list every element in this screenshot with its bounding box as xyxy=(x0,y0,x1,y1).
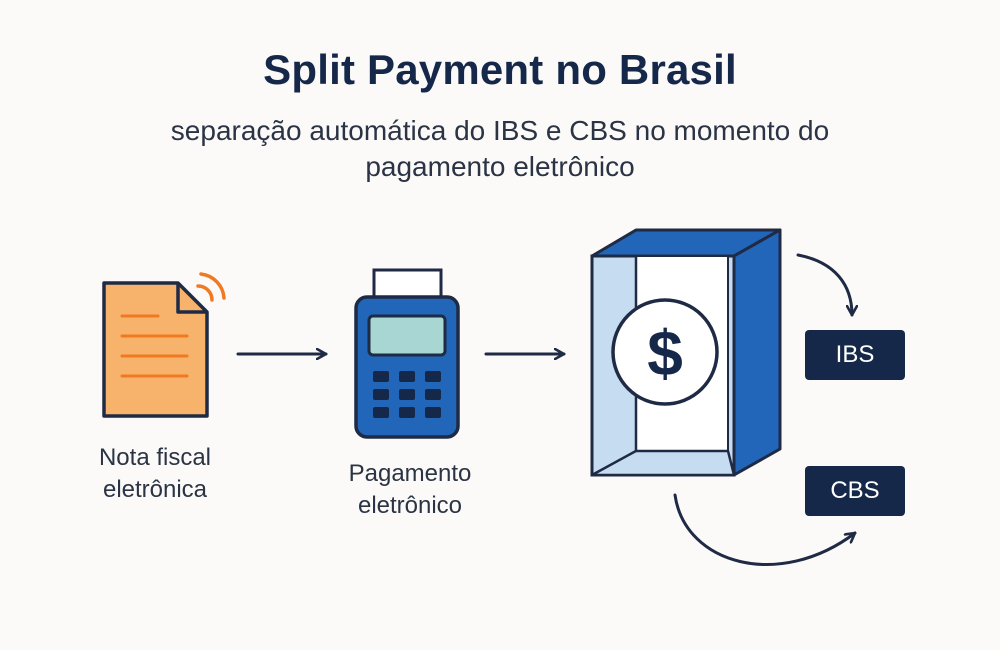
coin-icon xyxy=(611,298,719,406)
cbs-badge: CBS xyxy=(805,466,905,516)
arrow-to-ibs xyxy=(796,253,852,317)
diagram-title: Split Payment no Brasil xyxy=(263,46,737,93)
dollar-symbol: $ xyxy=(647,317,683,389)
document-icon xyxy=(102,281,209,418)
arrow-to-cbs xyxy=(673,493,857,566)
signal-waves-icon xyxy=(196,272,226,302)
nota-fiscal-label: Nota fiscal eletrônica xyxy=(98,444,212,503)
ibs-badge: IBS xyxy=(805,330,905,380)
pagamento-label: Pagamento eletrônico xyxy=(348,460,472,519)
diagram-subtitle: separação automática do IBS e CBS no mom… xyxy=(170,115,830,182)
payment-terminal-icon xyxy=(354,268,460,439)
safe-box-icon: $ xyxy=(590,228,782,477)
